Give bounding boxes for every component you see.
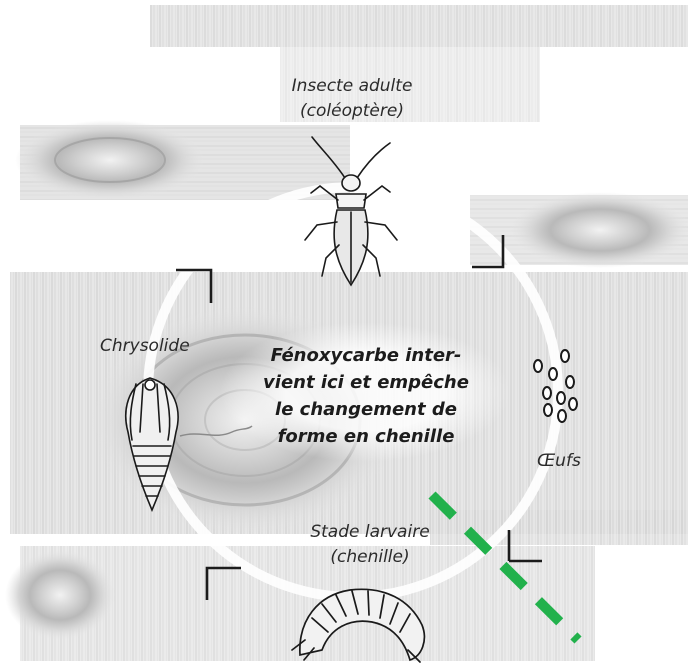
- adult-stage-line2: (coléoptère): [272, 99, 432, 124]
- larva-stage-label: Stade larvaire (chenille): [290, 520, 450, 570]
- center-line-2: vient ici et empêche: [236, 369, 496, 396]
- adult-stage-line1: Insecte adulte: [272, 74, 432, 99]
- pupa-stage-label: Chrysolide: [100, 334, 190, 359]
- center-line-4: forme en chenille: [236, 423, 496, 450]
- larva-stage-line1: Stade larvaire: [290, 520, 450, 545]
- center-explanation: Fénoxycarbe inter- vient ici et empêche …: [236, 342, 496, 450]
- center-line-1: Fénoxycarbe inter-: [236, 342, 496, 369]
- eggs-stage-label: Œufs: [537, 449, 581, 474]
- center-line-3: le changement de: [236, 396, 496, 423]
- larva-stage-line2: (chenille): [290, 545, 450, 570]
- adult-stage-label: Insecte adulte (coléoptère): [272, 74, 432, 124]
